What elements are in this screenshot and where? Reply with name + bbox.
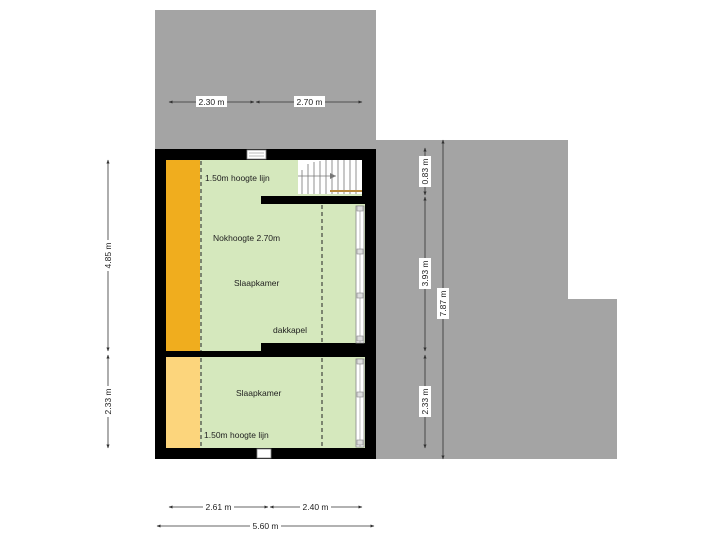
roof-area xyxy=(155,10,617,459)
roof-top xyxy=(155,10,376,150)
dim-left-lower: 2.33 m xyxy=(103,389,113,415)
dim-right-top: 0.83 m xyxy=(420,159,430,185)
roof-window-top xyxy=(246,149,267,160)
window-bottom xyxy=(256,448,272,459)
roof-right xyxy=(376,140,617,459)
windows xyxy=(246,149,365,459)
dim-right-total: 7.87 m xyxy=(438,291,448,317)
ridge-height-label: Nokhoogte 2.70m xyxy=(213,233,280,243)
dim-right-lower: 2.33 m xyxy=(420,389,430,415)
interior-wall-middle xyxy=(166,351,365,357)
staircase xyxy=(298,160,362,194)
dim-top-left: 2.30 m xyxy=(199,97,225,107)
dimension-labels: 2.30 m 2.70 m 4.85 m 2.33 m 0.83 m 3.93 … xyxy=(102,96,449,531)
dim-bottom-right: 2.40 m xyxy=(303,502,329,512)
dim-bottom-left: 2.61 m xyxy=(206,502,232,512)
dormer-label: dakkapel xyxy=(273,325,307,335)
low-height-zone-upper xyxy=(166,160,200,351)
low-height-zone-lower xyxy=(166,357,200,448)
window-right-lower xyxy=(355,358,365,448)
height-line-label-bottom: 1.50m hoogte lijn xyxy=(204,430,269,440)
dim-right-middle: 3.93 m xyxy=(420,261,430,287)
dim-left-upper: 4.85 m xyxy=(103,243,113,269)
window-right-upper xyxy=(355,205,365,344)
dim-top-right: 2.70 m xyxy=(297,97,323,107)
height-lines xyxy=(200,161,323,448)
interior-wall-stair xyxy=(261,196,365,204)
room-name-upper: Slaapkamer xyxy=(234,278,280,288)
dim-bottom-total: 5.60 m xyxy=(253,521,279,531)
stair-arrow-icon xyxy=(330,173,336,179)
room-name-lower: Slaapkamer xyxy=(236,388,282,398)
interior-wall-dormer xyxy=(261,343,365,353)
height-line-label-top: 1.50m hoogte lijn xyxy=(205,173,270,183)
stair-wall-side xyxy=(362,160,366,204)
